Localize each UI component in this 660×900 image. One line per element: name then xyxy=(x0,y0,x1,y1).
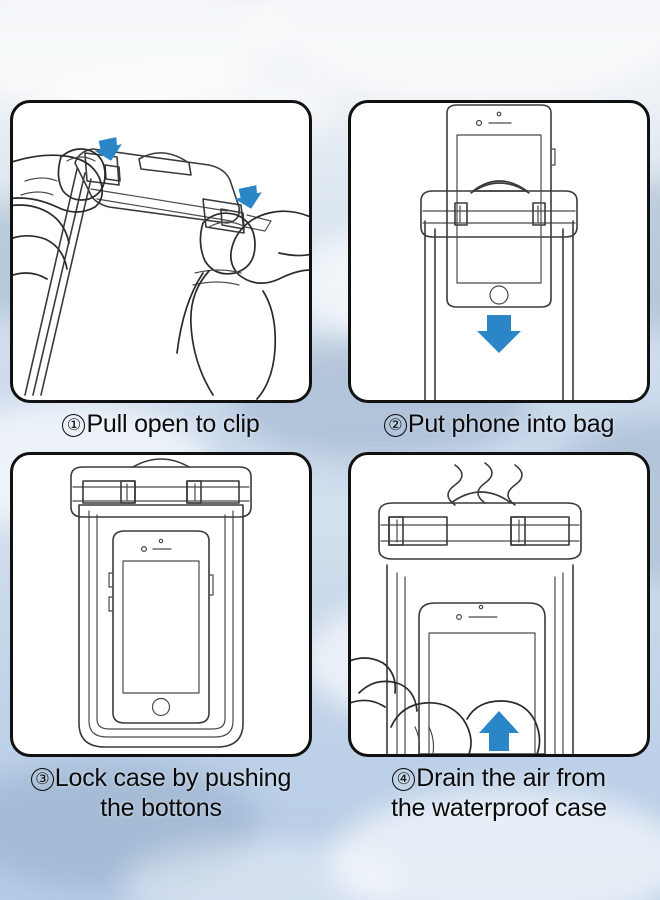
arrow-up xyxy=(479,711,519,751)
phone-outline xyxy=(446,104,556,308)
phone-outline xyxy=(418,602,546,754)
arrow-down xyxy=(477,315,521,353)
step-3-number: ③ xyxy=(30,768,54,791)
air-escape-lines xyxy=(447,462,523,506)
illustration-put-phone-into-bag xyxy=(420,104,578,400)
step-4-number: ④ xyxy=(392,768,416,791)
step-2-panel xyxy=(348,100,650,403)
arrow-up-right xyxy=(234,185,262,209)
step-4-panel xyxy=(348,452,650,757)
step-2-number: ② xyxy=(383,414,407,437)
step-4-text: Drain the air from the waterproof case xyxy=(391,764,607,822)
step-3-text: Lock case by pushing the bottons xyxy=(54,764,292,822)
step-1-number: ① xyxy=(62,414,86,437)
step-1-panel xyxy=(10,100,312,403)
phone-outline xyxy=(108,530,214,724)
step-2-text: Put phone into bag xyxy=(407,410,615,438)
illustration-lock-case xyxy=(70,458,252,748)
illustration-pull-open-to-clip xyxy=(13,137,309,400)
illustration-drain-the-air xyxy=(351,462,582,754)
step-1-text: Pull open to clip xyxy=(86,410,260,438)
step-3-panel xyxy=(10,452,312,757)
arrow-up-left xyxy=(94,137,122,161)
